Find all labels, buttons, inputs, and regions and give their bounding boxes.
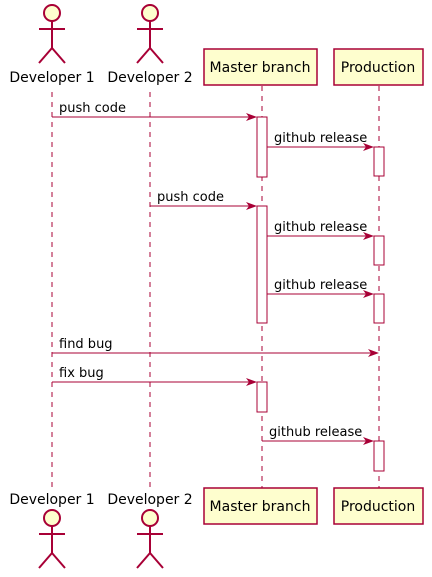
activation-master-1 (256, 116, 268, 178)
message-label: push code (157, 190, 224, 205)
activation-master-2 (256, 205, 268, 324)
participant-label-master-branch-top: Master branch (210, 60, 311, 76)
message-github-release-3: github release (267, 278, 374, 298)
message-label: github release (274, 220, 367, 235)
participant-box-master-branch-top (203, 48, 318, 86)
activation-production-1 (373, 146, 385, 177)
participant-label-developer-2-top: Developer 2 (107, 70, 192, 86)
participant-label-master-branch-bottom: Master branch (210, 499, 311, 515)
participant-label-production-bottom: Production (341, 499, 415, 515)
message-label: push code (59, 101, 126, 116)
message-label: find bug (59, 337, 113, 352)
activation-production-3 (373, 293, 385, 324)
message-label: fix bug (59, 366, 104, 381)
participant-label-production-top: Production (341, 60, 415, 76)
message-push-code-1: push code (52, 101, 257, 121)
participant-box-production-top (333, 48, 424, 86)
participant-label-developer-1-bottom: Developer 1 (9, 492, 94, 508)
actor-icon-developer-1-top (38, 4, 66, 64)
message-label: github release (274, 278, 367, 293)
actor-icon-developer-1-bottom (38, 509, 66, 569)
participant-box-production-bottom (333, 487, 424, 525)
actor-icon-developer-2-top (136, 4, 164, 64)
activation-production-2 (373, 235, 385, 266)
message-github-release-2: github release (267, 220, 374, 240)
message-github-release-1: github release (267, 131, 374, 151)
message-label: github release (274, 131, 367, 146)
message-find-bug: find bug (52, 337, 379, 357)
activation-production-4 (373, 440, 385, 472)
participant-label-developer-1-top: Developer 1 (9, 70, 94, 86)
participant-box-master-branch-bottom (203, 487, 318, 525)
participant-label-developer-2-bottom: Developer 2 (107, 492, 192, 508)
message-push-code-2: push code (150, 190, 257, 210)
message-fix-bug: fix bug (52, 366, 257, 386)
message-label: github release (269, 425, 362, 440)
actor-icon-developer-2-bottom (136, 509, 164, 569)
message-github-release-4: github release (262, 425, 374, 445)
activation-master-3 (256, 381, 268, 413)
